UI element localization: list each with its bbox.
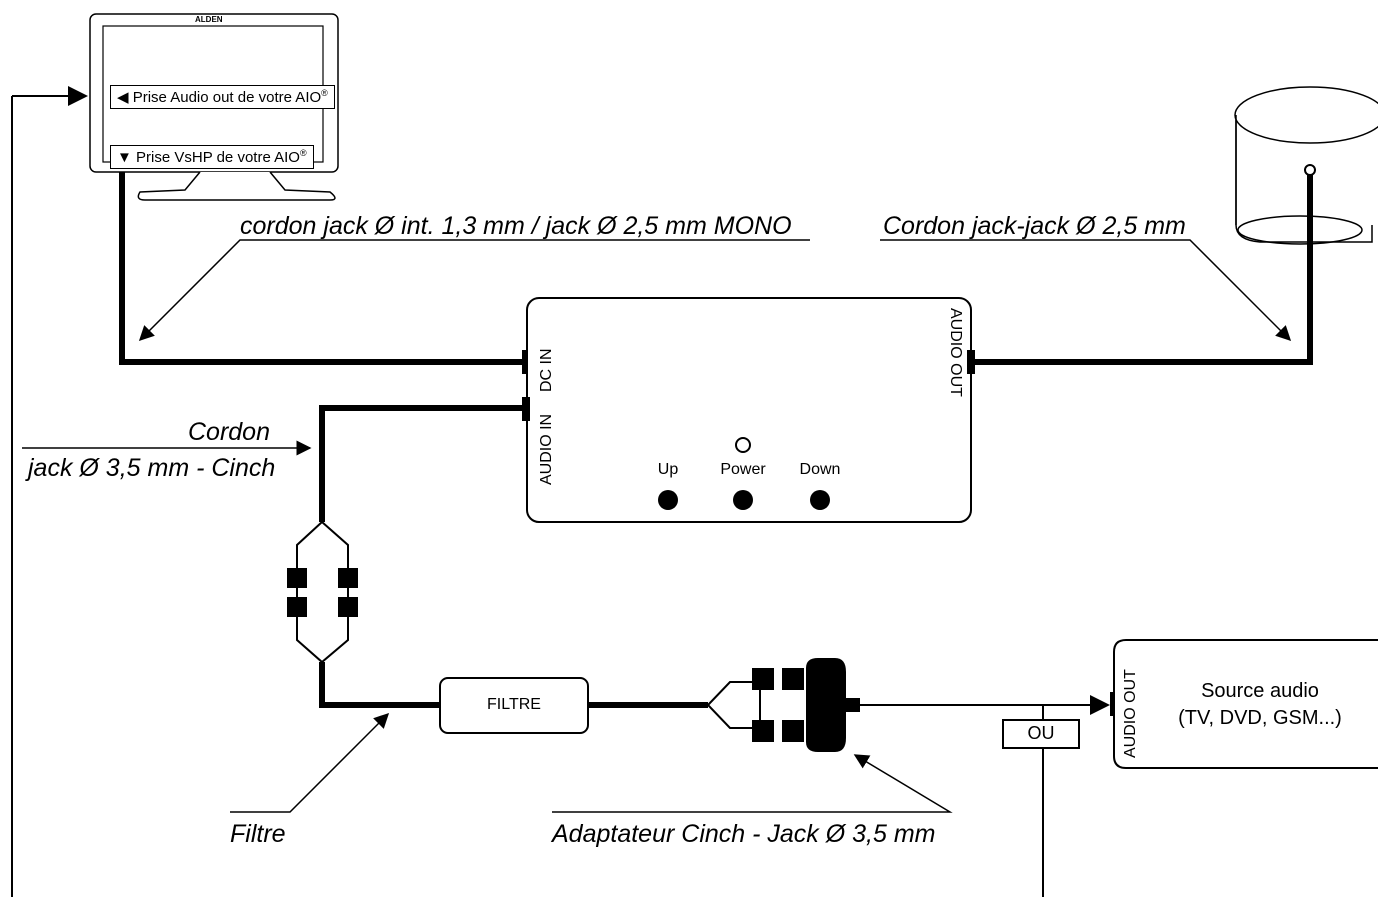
filter-box-label: FILTRE bbox=[487, 696, 541, 713]
cinch-connector-icon bbox=[287, 520, 358, 664]
audio-out-callout-text: ◀ Prise Audio out de votre AIO bbox=[117, 89, 322, 106]
power-button[interactable] bbox=[733, 490, 753, 510]
reg-mark: ® bbox=[321, 88, 328, 98]
power-label: Power bbox=[720, 461, 766, 478]
monitor-brand: ALDEN bbox=[195, 15, 223, 24]
audio-out-callout: ◀ Prise Audio out de votre AIO® bbox=[110, 85, 335, 109]
ou-label: OU bbox=[1027, 723, 1055, 743]
amp-audio-out-label: AUDIO OUT bbox=[947, 308, 964, 397]
vshp-callout-text: ▼ Prise VsHP de votre AIO bbox=[117, 149, 300, 166]
up-label: Up bbox=[657, 461, 679, 478]
filter-cable-label: Filtre bbox=[230, 820, 286, 848]
adapter-label: Adaptateur Cinch - Jack Ø 3,5 mm bbox=[552, 820, 936, 848]
cinch-jack-adapter-icon bbox=[706, 658, 860, 752]
source-box bbox=[1113, 639, 1378, 769]
speaker-icon bbox=[1234, 86, 1378, 245]
cable-jack-jack-label: Cordon jack-jack Ø 2,5 mm bbox=[883, 212, 1186, 240]
source-subtitle: (TV, DVD, GSM...) bbox=[1178, 707, 1342, 729]
cable-cinch-label-1: Cordon bbox=[188, 418, 270, 446]
ou-box bbox=[1002, 719, 1080, 749]
cable-cinch-label-2: jack Ø 3,5 mm - Cinch bbox=[28, 454, 276, 482]
up-button[interactable] bbox=[658, 490, 678, 510]
source-audio-out-label: AUDIO OUT bbox=[1122, 669, 1139, 758]
dc-in-label: DC IN bbox=[538, 348, 555, 392]
vshp-callout: ▼ Prise VsHP de votre AIO® bbox=[110, 145, 314, 169]
reg-mark: ® bbox=[299, 148, 307, 158]
cable-jack-mono-label: cordon jack Ø int. 1,3 mm / jack Ø 2,5 m… bbox=[240, 212, 792, 240]
power-led-icon bbox=[735, 437, 751, 453]
down-button[interactable] bbox=[810, 490, 830, 510]
down-label: Down bbox=[799, 461, 841, 478]
source-title: Source audio bbox=[1201, 680, 1319, 702]
audio-in-label: AUDIO IN bbox=[538, 413, 555, 485]
amplifier-box bbox=[526, 297, 972, 523]
